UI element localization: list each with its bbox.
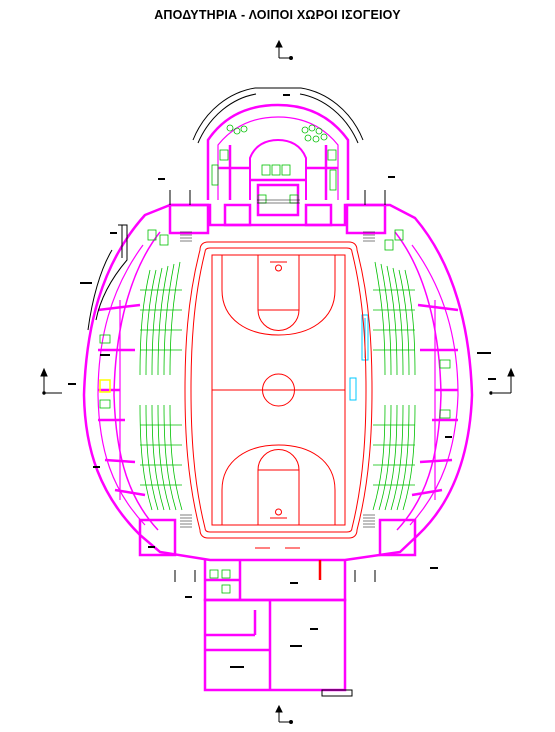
section-arrow-bottom bbox=[275, 704, 293, 724]
highlight-marker bbox=[99, 379, 111, 393]
cyan-fixtures bbox=[349, 314, 369, 401]
section-arrow-left bbox=[40, 367, 62, 395]
plan-title: ΑΠΟΔΥΤΗΡΙΑ - ΛΟΙΠΟΙ ΧΩΡΟΙ ΙΣΟΓΕΙΟΥ bbox=[154, 8, 401, 22]
basketball-court bbox=[184, 241, 373, 549]
north-facade bbox=[192, 87, 364, 144]
west-ramp bbox=[87, 190, 386, 697]
section-arrow-top bbox=[275, 39, 293, 60]
section-arrow-right bbox=[489, 367, 515, 395]
building-walls bbox=[82, 103, 474, 692]
seating-tiers bbox=[139, 261, 416, 511]
room-tags bbox=[68, 94, 496, 668]
stairs bbox=[180, 199, 375, 528]
